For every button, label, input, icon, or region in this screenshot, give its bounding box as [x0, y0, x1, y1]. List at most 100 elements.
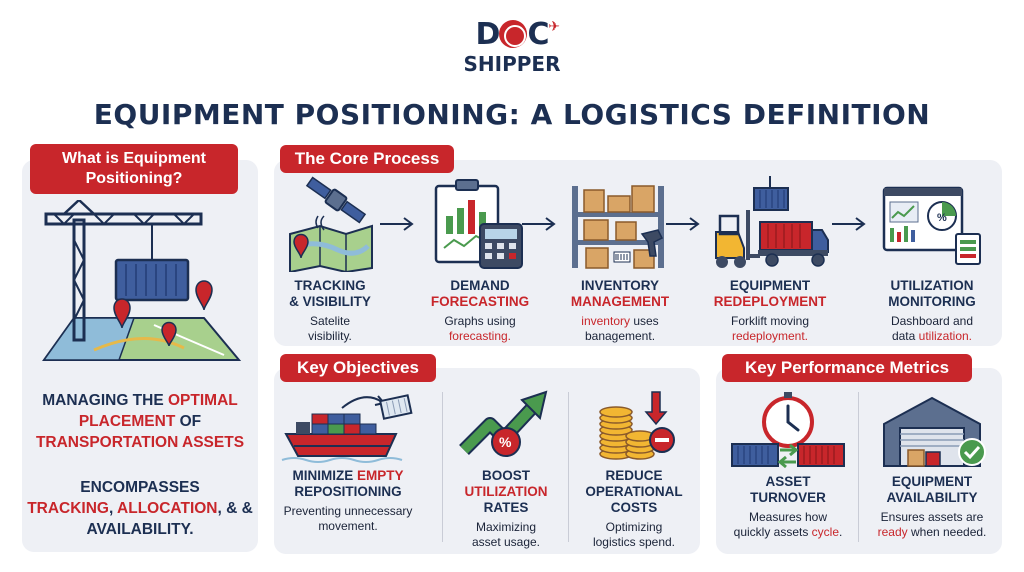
def-text-part: MANAGING THE — [42, 392, 168, 409]
definition-statement: MANAGING THE OPTIMAL PLACEMENT OF TRANSP… — [22, 390, 258, 453]
step-desc: data — [891, 329, 919, 343]
kpi-desc: quickly assets — [733, 525, 812, 539]
kpi-title: TURNOVER — [750, 490, 826, 505]
step-title: FORECASTING — [430, 294, 530, 309]
objective-title: UTILIZATION — [464, 484, 548, 499]
coins-down-icon — [599, 391, 675, 460]
growth-arrow-icon: % — [459, 390, 548, 457]
kpi-title: ASSET — [765, 474, 811, 489]
forecast-chart-icon — [434, 179, 523, 269]
kpi-desc: Ensures assets are — [880, 510, 984, 524]
divider — [568, 392, 569, 542]
def-text-part: OF — [175, 413, 202, 430]
warehouse-shelf-icon — [572, 185, 664, 269]
objective-title: COSTS — [610, 500, 658, 515]
svg-text:%: % — [499, 434, 512, 450]
forklift-truck-icon — [715, 176, 829, 268]
step-desc: utilization. — [918, 329, 973, 343]
clock-containers-icon — [731, 392, 845, 469]
step-desc: Forklift moving — [730, 314, 810, 328]
svg-text:%: % — [937, 212, 947, 224]
step-desc: visibility. — [308, 329, 352, 343]
divider — [442, 392, 443, 542]
page-title: EQUIPMENT POSITIONING: A LOGISTICS DEFIN… — [93, 98, 931, 131]
objective-desc: movement. — [318, 519, 378, 533]
step-desc: Dashboard and — [890, 314, 974, 328]
objective-desc: Optimizing — [605, 520, 663, 534]
step-desc: inventory — [581, 314, 630, 328]
kpi-desc: . — [839, 525, 843, 539]
divider — [858, 392, 859, 542]
dashboard-monitor-icon: % — [882, 186, 981, 265]
arrow-right-icon — [380, 217, 414, 231]
objective-title: OPERATIONAL — [585, 484, 683, 499]
objectives-heading: Key Objectives — [280, 354, 436, 382]
key-objectives-panel — [274, 368, 700, 554]
satellite-map-icon — [289, 176, 373, 272]
arrow-right-icon — [522, 217, 556, 231]
step-title: DEMAND — [450, 278, 510, 293]
logo-bottom: SHIPPER — [463, 52, 561, 76]
step-title: TRACKING — [294, 278, 366, 293]
kpi-desc: cycle — [811, 525, 840, 539]
step-desc: banagement. — [584, 329, 656, 343]
def-text-part: , — [109, 500, 118, 517]
kpi-desc: Measures how — [748, 510, 828, 524]
step-title: MONITORING — [888, 294, 976, 309]
kpi-title: AVAILABILITY — [886, 490, 978, 505]
step-title: INVENTORY — [580, 278, 659, 293]
core-process-heading: The Core Process — [280, 145, 454, 173]
step-title: & VISIBILITY — [289, 294, 371, 309]
step-title: EQUIPMENT — [729, 278, 811, 293]
objective-desc: Preventing unnecessary — [283, 504, 413, 518]
step-desc: uses — [630, 314, 659, 328]
objective-title: RATES — [483, 500, 529, 515]
objective-title: MINIMIZE — [292, 468, 357, 483]
step-desc: redeployment. — [731, 329, 809, 343]
warehouse-check-icon — [883, 396, 986, 467]
kpi-title: EQUIPMENT — [891, 474, 973, 489]
step-desc: Graphs using — [444, 314, 516, 328]
objective-title: EMPTY — [356, 468, 404, 483]
def-text-part: , & & AVAILABILITY. — [86, 500, 253, 538]
def-text-highlight: ALLOCATION — [117, 500, 218, 517]
definition-scope: ENCOMPASSES TRACKING, ALLOCATION, & & AV… — [22, 477, 258, 540]
globe-icon — [499, 20, 528, 48]
arrow-right-icon — [666, 217, 700, 231]
step-title: UTILIZATION — [890, 278, 974, 293]
def-text-highlight: OPTIMAL PLACEMENT — [78, 392, 238, 430]
definition-heading: What is Equipment Positioning? — [30, 144, 238, 194]
step-title: MANAGEMENT — [570, 294, 670, 309]
crane-map-icon — [42, 200, 242, 361]
step-desc: Satelite — [309, 314, 351, 328]
kpi-heading: Key Performance Metrics — [722, 354, 972, 382]
kpi-desc: when needed. — [907, 525, 987, 539]
def-text-part: ENCOMPASSES — [80, 479, 200, 496]
def-text-highlight: TRANSPORTATION ASSETS — [35, 434, 245, 451]
objective-desc: Maximizing — [475, 520, 536, 534]
objective-desc: asset usage. — [471, 535, 541, 549]
arrow-right-icon — [832, 217, 866, 231]
def-text-highlight: TRACKING — [27, 500, 109, 517]
objective-title: REDUCE — [605, 468, 663, 483]
kpi-desc: ready — [877, 525, 908, 539]
airplane-icon: ✈ — [548, 18, 560, 34]
objective-title: BOOST — [481, 468, 530, 483]
objective-title: REPOSITIONING — [294, 484, 402, 499]
step-title: REDEPLOYMENT — [713, 294, 827, 309]
cargo-ship-icon — [281, 394, 413, 463]
objective-desc: logistics spend. — [592, 535, 676, 549]
step-desc: forecasting. — [448, 329, 512, 343]
